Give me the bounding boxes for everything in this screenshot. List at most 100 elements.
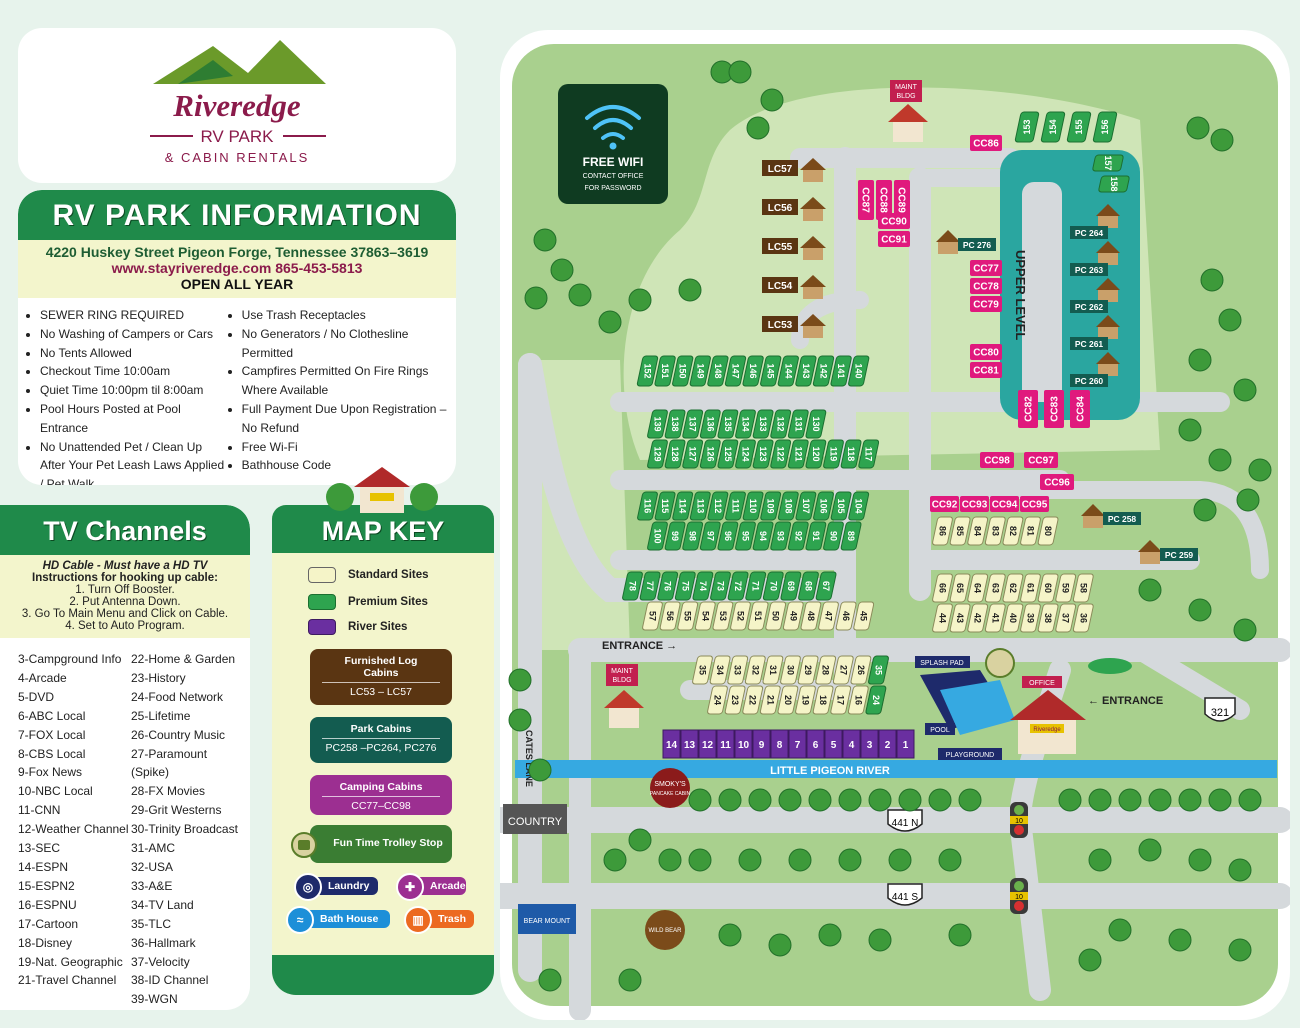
site-129[interactable]: 129 — [647, 439, 668, 469]
site-128[interactable]: 128 — [664, 439, 686, 469]
site-27[interactable]: 27 — [832, 655, 854, 685]
cabin-CC88[interactable]: CC88 — [876, 180, 892, 220]
site-42[interactable]: 42 — [967, 603, 989, 633]
site-125[interactable]: 125 — [717, 439, 739, 469]
site-19[interactable]: 19 — [795, 685, 816, 715]
site-5[interactable]: 5 — [824, 729, 843, 759]
cabin-cc90[interactable]: CC90 — [878, 213, 910, 229]
site-82[interactable]: 82 — [1002, 516, 1024, 546]
site-43[interactable]: 43 — [949, 603, 971, 633]
site-100[interactable]: 100 — [647, 521, 668, 551]
site-37[interactable]: 37 — [1055, 603, 1077, 633]
site-147[interactable]: 147 — [724, 355, 747, 387]
site-38[interactable]: 38 — [1037, 603, 1059, 633]
site-134[interactable]: 134 — [735, 409, 756, 439]
cabin-CC79[interactable]: CC79 — [970, 296, 1002, 312]
site-91[interactable]: 91 — [805, 521, 827, 551]
site-33[interactable]: 33 — [727, 655, 749, 685]
site-81[interactable]: 81 — [1020, 516, 1041, 546]
site-31[interactable]: 31 — [762, 655, 784, 685]
site-28[interactable]: 28 — [815, 655, 837, 685]
site-23[interactable]: 23 — [724, 685, 746, 715]
site-55[interactable]: 55 — [677, 601, 699, 631]
site-72[interactable]: 72 — [727, 571, 749, 601]
site-126[interactable]: 126 — [699, 439, 721, 469]
site-144[interactable]: 144 — [777, 355, 799, 387]
site-104[interactable]: 104 — [848, 491, 870, 521]
site-74[interactable]: 74 — [692, 571, 714, 601]
site-49[interactable]: 49 — [782, 601, 804, 631]
site-18[interactable]: 18 — [812, 685, 834, 715]
cabin-CC95[interactable]: CC95 — [1020, 496, 1049, 512]
site-89[interactable]: 89 — [840, 521, 862, 551]
site-150[interactable]: 150 — [672, 355, 694, 387]
log-cabin-LC56[interactable]: LC56 — [762, 197, 826, 221]
site-54[interactable]: 54 — [694, 601, 716, 631]
site-70[interactable]: 70 — [762, 571, 784, 601]
site-2[interactable]: 2 — [878, 729, 897, 759]
cabin-cc97[interactable]: CC97 — [1024, 452, 1058, 468]
site-90[interactable]: 90 — [823, 521, 844, 551]
site-71[interactable]: 71 — [745, 571, 767, 601]
site-36[interactable]: 36 — [1072, 603, 1094, 633]
site-60[interactable]: 60 — [1037, 573, 1059, 603]
site-132[interactable]: 132 — [770, 409, 792, 439]
site-44[interactable]: 44 — [932, 603, 953, 633]
site-15[interactable]: 24 — [865, 685, 887, 715]
site-58[interactable]: 58 — [1072, 573, 1094, 603]
site-9[interactable]: 9 — [752, 729, 771, 759]
cabin-CC83[interactable]: CC83 — [1044, 390, 1064, 428]
site-21[interactable]: 21 — [759, 685, 781, 715]
site-142[interactable]: 142 — [812, 355, 835, 387]
cabin-cc91[interactable]: CC91 — [878, 231, 910, 247]
site-118[interactable]: 118 — [840, 439, 862, 469]
log-cabin-LC55[interactable]: LC55 — [762, 236, 826, 260]
site-146[interactable]: 146 — [742, 355, 764, 387]
site-7[interactable]: 7 — [788, 729, 807, 759]
park-cabin-PC 261[interactable]: PC 261 — [1070, 315, 1120, 350]
site-29[interactable]: 29 — [797, 655, 819, 685]
site-99[interactable]: 99 — [664, 521, 686, 551]
site-52[interactable]: 52 — [730, 601, 751, 631]
site-56[interactable]: 56 — [659, 601, 681, 631]
site-12[interactable]: 12 — [698, 729, 717, 759]
park-cabin-pc258[interactable]: PC 258 — [1081, 504, 1141, 528]
site-62[interactable]: 62 — [1002, 573, 1024, 603]
site-68[interactable]: 68 — [798, 571, 819, 601]
site-6[interactable]: 6 — [806, 729, 825, 759]
site-153[interactable]: 153 — [1014, 111, 1040, 143]
site-158[interactable]: 158 — [1098, 175, 1130, 193]
site-105[interactable]: 105 — [830, 491, 852, 521]
site-115[interactable]: 115 — [654, 491, 676, 521]
log-cabin-LC53[interactable]: LC53 — [762, 314, 826, 338]
site-145[interactable]: 145 — [760, 355, 782, 387]
site-14[interactable]: 14 — [662, 729, 681, 759]
site-116[interactable]: 116 — [637, 491, 658, 521]
site-92[interactable]: 92 — [787, 521, 809, 551]
park-cabin-PC 262[interactable]: PC 262 — [1070, 278, 1120, 313]
site-10[interactable]: 10 — [734, 729, 753, 759]
site-130[interactable]: 130 — [805, 409, 827, 439]
site-20[interactable]: 20 — [777, 685, 799, 715]
site-66[interactable]: 66 — [932, 573, 953, 603]
site-111[interactable]: 111 — [725, 491, 746, 521]
log-cabin-LC54[interactable]: LC54 — [762, 275, 826, 299]
site-135[interactable]: 135 — [717, 409, 739, 439]
site-35[interactable]: 35 — [692, 655, 713, 685]
cabin-cc98[interactable]: CC98 — [980, 452, 1014, 468]
site-13[interactable]: 13 — [680, 729, 699, 759]
site-67[interactable]: 67 — [815, 571, 837, 601]
site-106[interactable]: 106 — [813, 491, 834, 521]
site-157[interactable]: 157 — [1092, 154, 1124, 172]
site-112[interactable]: 112 — [707, 491, 729, 521]
site-65[interactable]: 65 — [949, 573, 971, 603]
site-83[interactable]: 83 — [984, 516, 1006, 546]
site-95[interactable]: 95 — [735, 521, 756, 551]
site-53[interactable]: 53 — [712, 601, 734, 631]
cabin-CC87[interactable]: CC87 — [858, 180, 874, 220]
site-117[interactable]: 117 — [858, 439, 880, 469]
site-137[interactable]: 137 — [682, 409, 704, 439]
site-93[interactable]: 93 — [770, 521, 792, 551]
site-148[interactable]: 148 — [707, 355, 729, 387]
site-85[interactable]: 85 — [949, 516, 971, 546]
